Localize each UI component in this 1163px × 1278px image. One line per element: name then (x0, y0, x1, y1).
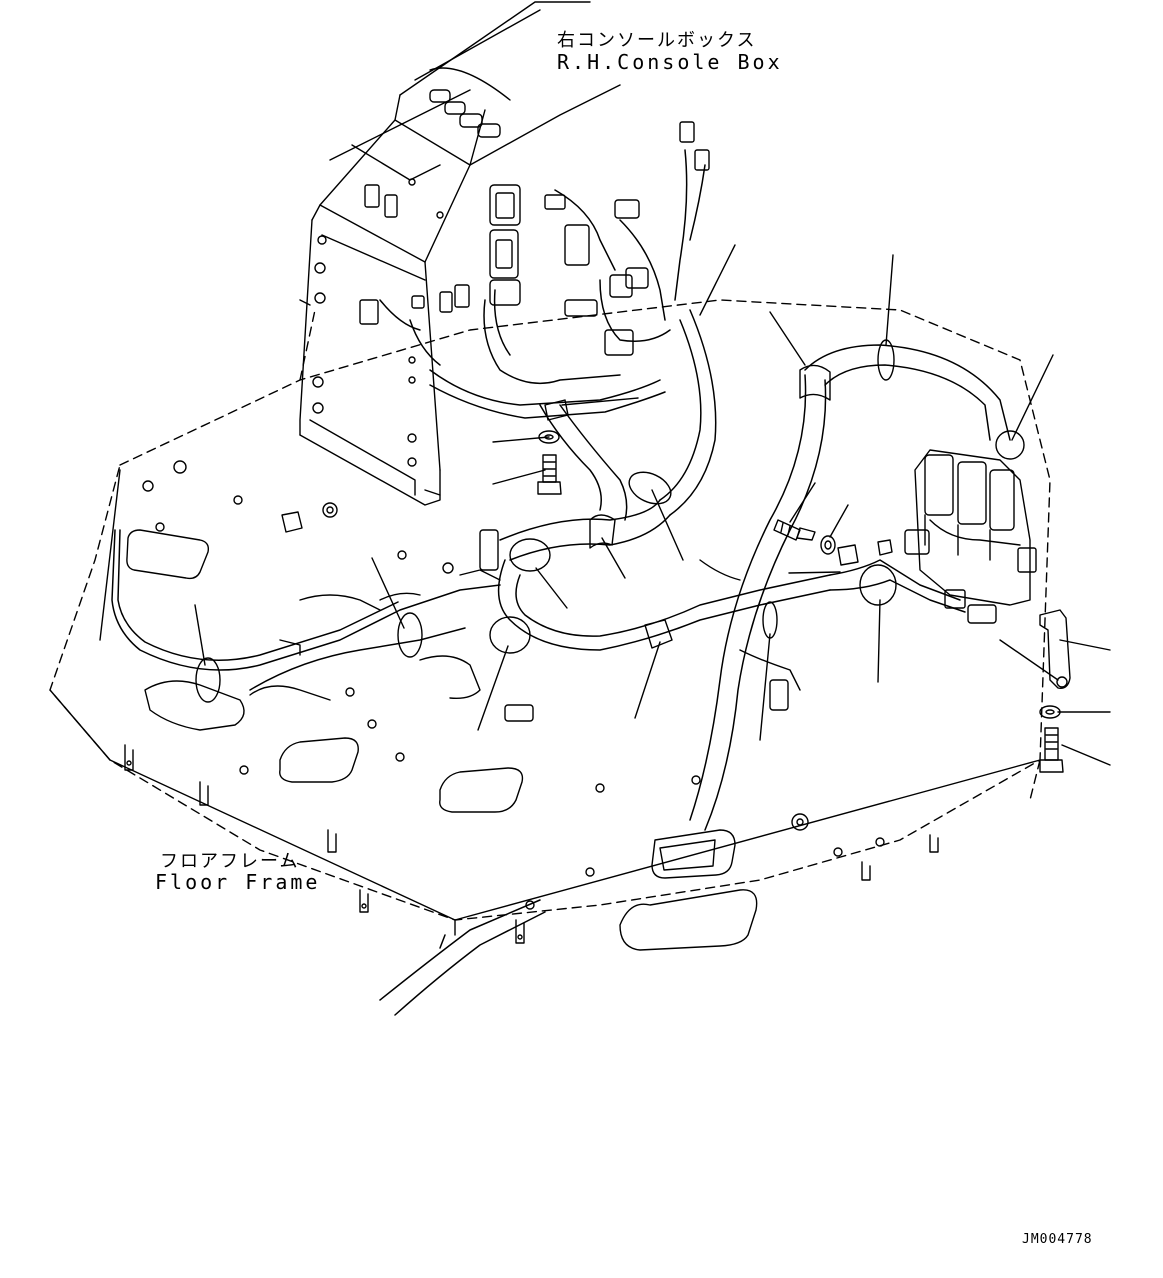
hardware (281, 430, 1071, 773)
console-box-label-jp: 右コンソールボックス (557, 30, 757, 51)
floor-brackets (124, 744, 939, 944)
main-harness (111, 149, 1011, 1016)
drawing-code: JM004778 (1022, 1232, 1093, 1247)
floor-frame-edges (49, 469, 1041, 936)
connectors (359, 121, 1037, 722)
frame-details (144, 559, 801, 731)
console-box-label-en: R.H.Console Box (557, 50, 783, 74)
floor-openings (126, 529, 758, 951)
leader-lines (194, 244, 1111, 766)
floor-frame-label-en: Floor Frame (155, 870, 321, 894)
harness-clamps (195, 339, 1025, 703)
console-box (299, 1, 621, 506)
floor-frame-label-jp: フロアフレーム (160, 851, 300, 872)
floor-holes (142, 460, 885, 910)
valve-block (914, 449, 1031, 606)
floor-frame (49, 299, 1051, 921)
